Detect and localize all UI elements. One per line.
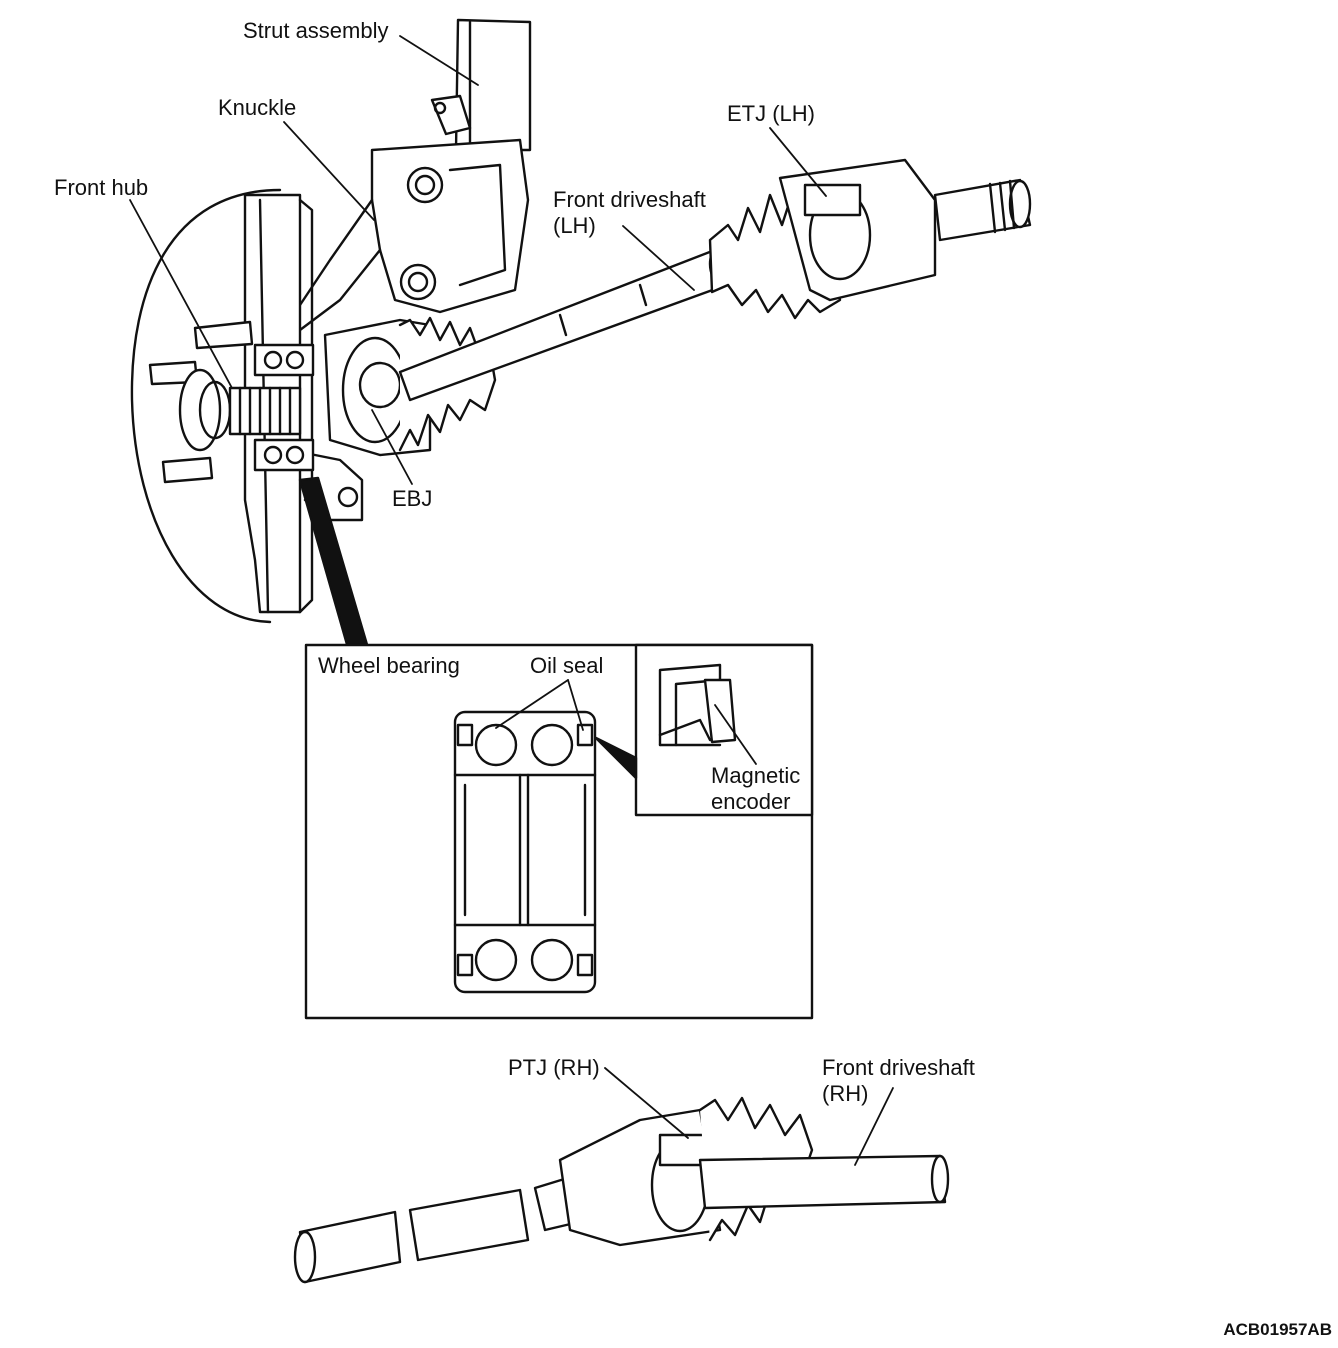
strut-assembly-drawing <box>430 18 532 152</box>
label-front-driveshaft-lh-side: (LH) <box>553 213 596 238</box>
leader-lines <box>129 35 894 1166</box>
label-ebj: EBJ <box>392 486 433 511</box>
label-front-hub: Front hub <box>54 175 149 200</box>
label-ptj-rh: PTJ (RH) <box>508 1055 600 1080</box>
bearing-detail-box <box>304 643 814 1020</box>
label-oil-seal: Oil seal <box>530 653 604 678</box>
label-strut-assembly: Strut assembly <box>243 18 389 43</box>
front-hub-drawing <box>130 188 315 624</box>
label-wheel-bearing: Wheel bearing <box>318 653 460 678</box>
label-magnetic-encoder-line2: encoder <box>711 789 791 814</box>
label-front-driveshaft-lh: Front driveshaft <box>553 187 706 212</box>
label-front-driveshaft-rh: Front driveshaft <box>822 1055 975 1080</box>
label-magnetic-encoder: Magnetic <box>711 763 801 788</box>
knuckle-drawing <box>258 138 530 522</box>
figure-code: ACB01957AB <box>1223 1320 1332 1339</box>
ebj-drawing <box>323 316 497 457</box>
etj-lh-drawing <box>708 158 1032 320</box>
label-front-driveshaft-rh-side: (RH) <box>822 1081 869 1106</box>
driveshaft-rh-drawing <box>293 1096 950 1284</box>
label-knuckle: Knuckle <box>218 95 297 120</box>
label-etj-lh: ETJ (LH) <box>727 101 815 126</box>
